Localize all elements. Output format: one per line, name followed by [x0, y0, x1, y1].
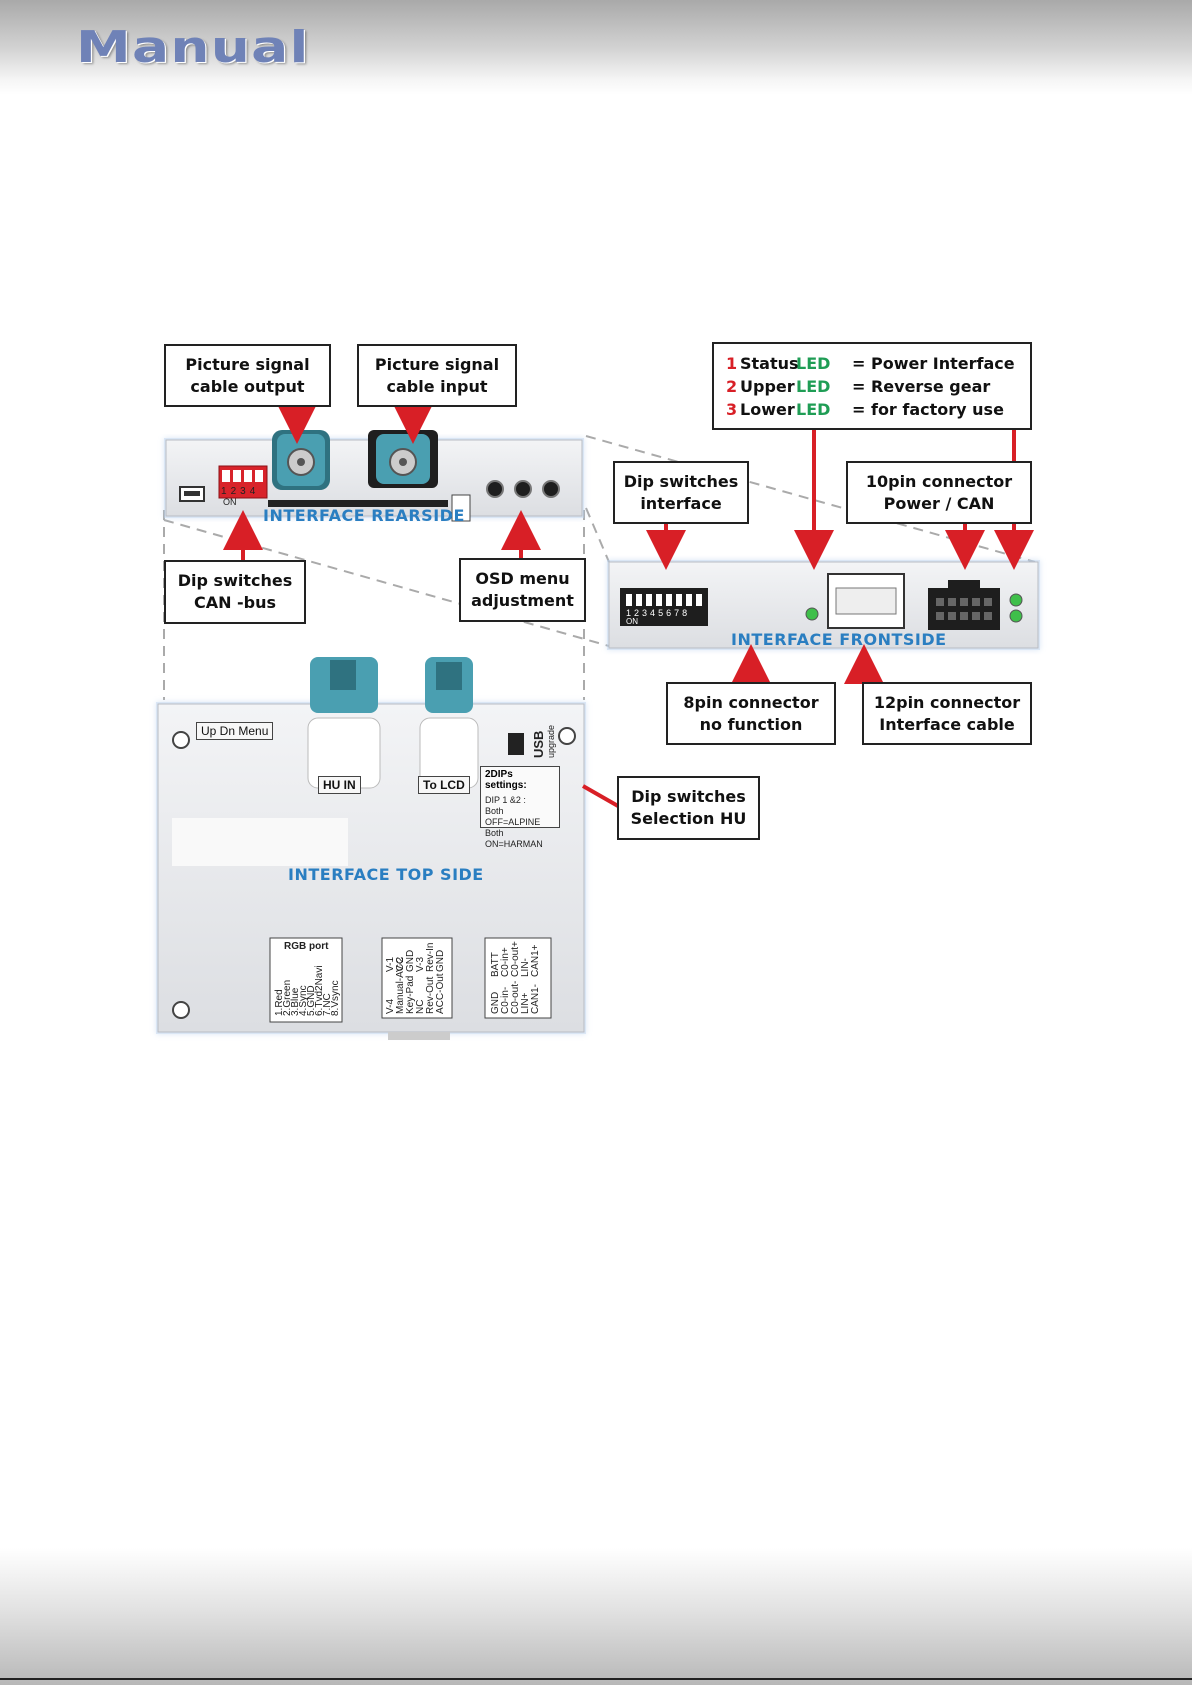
rear-panel	[164, 430, 584, 522]
led-legend: 1 Status LED = Power Interface 2 Upper L…	[712, 342, 1032, 430]
led-row-lower: 3 Lower LED = for factory use	[726, 400, 1004, 419]
dip-settings-title: 2DIPs settings:	[485, 769, 527, 791]
hu-in-label: HU IN	[318, 776, 361, 794]
to-lcd-label: To LCD	[418, 776, 470, 794]
arrows	[223, 404, 1034, 808]
dip-settings-lines: DIP 1 &2 : Both OFF=ALPINE Both ON=HARMA…	[485, 795, 543, 849]
led-row-status: 1 Status LED = Power Interface	[726, 354, 1015, 373]
panel-label-top: INTERFACE TOP SIDE	[288, 865, 484, 884]
dip-settings-box: 2DIPs settings: DIP 1 &2 : Both OFF=ALPI…	[480, 766, 560, 849]
page-header: Manual	[0, 0, 1192, 95]
upgrade-label: upgrade	[546, 724, 556, 758]
front-panel	[607, 560, 1040, 650]
rgb-pin-8: 8.Vsync	[330, 980, 341, 1016]
mid-pin-12: GND	[435, 949, 446, 972]
panel-label-front: INTERFACE FRONTSIDE	[731, 630, 947, 649]
manual-logo: Manual	[76, 22, 310, 73]
rgb-port-title: RGB port	[284, 941, 329, 952]
led-row-upper: 2 Upper LED = Reverse gear	[726, 377, 991, 396]
page-footer	[0, 1548, 1192, 1685]
rear-dip-on-label: ON	[223, 497, 237, 507]
front-dip-numbers: 12345678	[626, 608, 691, 618]
right-pin-5: CAN1-	[530, 983, 541, 1014]
right-pin-10: CAN1+	[530, 944, 541, 977]
front-dip-on-label: ON	[626, 617, 638, 626]
top-panel	[156, 657, 586, 1040]
footer-rule	[0, 1678, 1192, 1680]
panel-label-rear: INTERFACE REARSIDE	[263, 506, 465, 525]
mid-pin-6: ACC-Out	[435, 973, 446, 1014]
up-dn-menu-label: Up Dn Menu	[196, 722, 274, 740]
usb-label: USB	[531, 730, 546, 758]
rear-dip-numbers: 1234	[221, 486, 260, 497]
